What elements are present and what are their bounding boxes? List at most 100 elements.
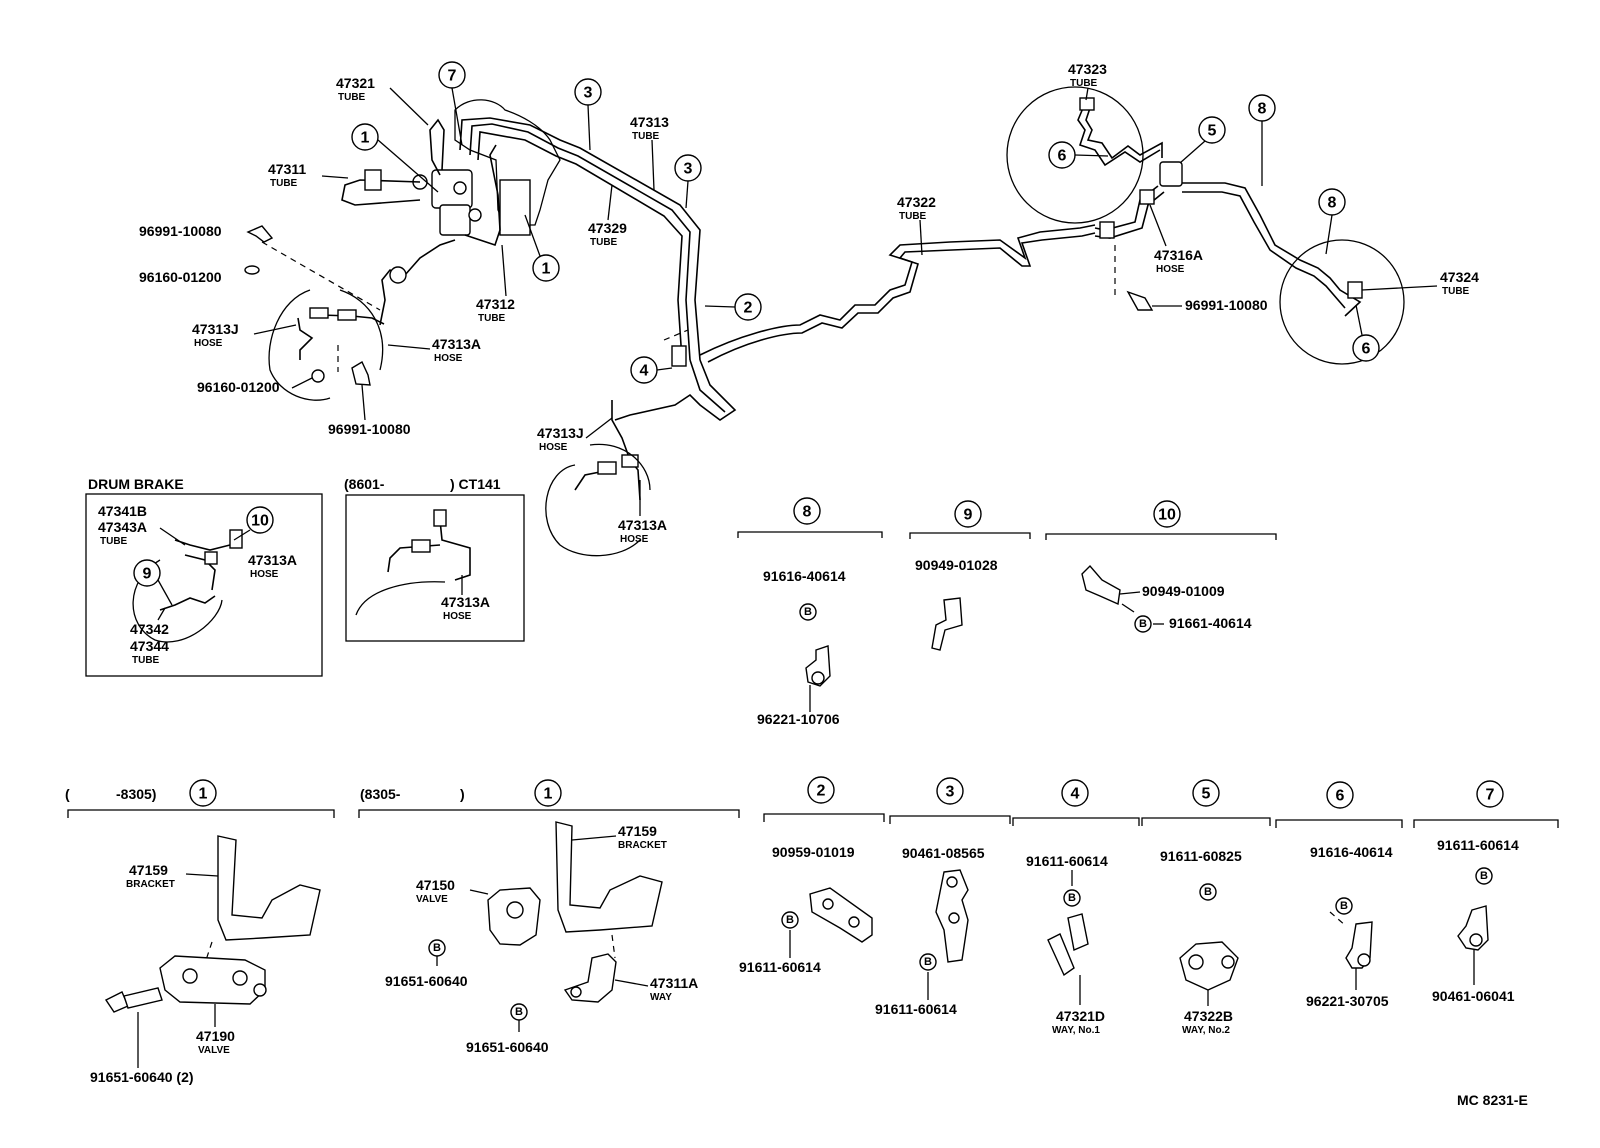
detail-7-part-2: 90461-06041 bbox=[1432, 988, 1515, 1004]
label-47313a-left: 47313A bbox=[432, 336, 481, 352]
svg-text:TUBE: TUBE bbox=[590, 237, 618, 248]
label-47316a: 47316A bbox=[1154, 247, 1203, 263]
callout-3-top[interactable]: 3 bbox=[574, 78, 602, 106]
detail-7-number[interactable]: 7 bbox=[1476, 780, 1504, 808]
detail-6-part-2: 96221-30705 bbox=[1306, 993, 1389, 1009]
rear-brake-assembly bbox=[1006, 86, 1405, 365]
svg-text:TUBE: TUBE bbox=[1442, 286, 1470, 297]
ct141-inset: (8601- ) CT141 47313A HOSE bbox=[344, 476, 525, 642]
label-47313j-lower: 47313J bbox=[537, 425, 584, 441]
detail-1-late-number[interactable]: 1 bbox=[534, 779, 562, 807]
detail-1-late-range-left: (8305- bbox=[360, 786, 401, 802]
svg-text:TUBE: TUBE bbox=[632, 131, 660, 142]
svg-text:1: 1 bbox=[544, 786, 553, 803]
detail-6-number[interactable]: 6 bbox=[1326, 781, 1354, 809]
svg-text:3: 3 bbox=[684, 161, 693, 178]
drum-brake-inset: DRUM BRAKE 47341B 47343A TUBE 10 47313A … bbox=[85, 476, 323, 677]
diagram-code: MC 8231-E bbox=[1457, 1092, 1528, 1108]
svg-text:B: B bbox=[924, 956, 932, 968]
detail-4-part-1: 91611-60614 bbox=[1026, 853, 1108, 869]
svg-text:B: B bbox=[433, 942, 441, 954]
callout-5[interactable]: 5 bbox=[1198, 116, 1226, 144]
detail-9-number[interactable]: 9 bbox=[954, 500, 982, 528]
svg-text:B: B bbox=[1068, 892, 1076, 904]
label-96991-10080-bottom: 96991-10080 bbox=[328, 421, 411, 437]
detail-2-part-2: 91611-60614 bbox=[739, 959, 821, 975]
label-47311: 47311 bbox=[268, 161, 306, 177]
detail-8-bolt-symbol: B bbox=[799, 603, 817, 621]
detail-8-part-2: 96221-10706 bbox=[757, 711, 840, 727]
detail-1-early-bracket-label: 47159 bbox=[129, 862, 168, 878]
svg-text:B: B bbox=[515, 1006, 523, 1018]
detail-1-early-valve-label: 47190 bbox=[196, 1028, 235, 1044]
detail-5: 5 91611-60825 B 47322B WAY, No.2 bbox=[1141, 779, 1271, 1036]
detail-1-late-range-right: ) bbox=[460, 786, 465, 802]
detail-5-number[interactable]: 5 bbox=[1192, 779, 1220, 807]
detail-2-number[interactable]: 2 bbox=[807, 776, 835, 804]
detail-8-number[interactable]: 8 bbox=[793, 497, 821, 525]
detail-1-early-number[interactable]: 1 bbox=[189, 779, 217, 807]
detail-4-bolt-symbol: B bbox=[1063, 889, 1081, 907]
svg-text:TUBE: TUBE bbox=[478, 313, 506, 324]
detail-10-bolt-symbol: B bbox=[1134, 615, 1152, 633]
callout-1-top[interactable]: 1 bbox=[351, 123, 379, 151]
callout-1-mid[interactable]: 1 bbox=[532, 254, 560, 282]
detail-1-late-bolt-symbol-2: B bbox=[510, 1003, 528, 1021]
ct141-range-right: ) CT141 bbox=[450, 476, 501, 492]
svg-text:9: 9 bbox=[964, 507, 973, 524]
detail-10-number[interactable]: 10 bbox=[1153, 500, 1181, 528]
detail-1-late: (8305- ) 1 47159 BRACKET 47150 VALVE B 9… bbox=[358, 779, 740, 1055]
svg-text:TUBE: TUBE bbox=[270, 178, 298, 189]
detail-6-part-1: 91616-40614 bbox=[1310, 844, 1393, 860]
callout-7[interactable]: 7 bbox=[438, 61, 466, 89]
label-47323: 47323 bbox=[1068, 61, 1107, 77]
detail-1-early-range-right: -8305) bbox=[116, 786, 156, 802]
svg-text:1: 1 bbox=[542, 261, 551, 278]
svg-text:TUBE: TUBE bbox=[1070, 78, 1098, 89]
svg-text:2: 2 bbox=[817, 783, 826, 800]
svg-text:2: 2 bbox=[744, 300, 753, 317]
svg-text:6: 6 bbox=[1362, 341, 1371, 358]
label-47321: 47321 bbox=[336, 75, 375, 91]
callout-10-drum[interactable]: 10 bbox=[246, 506, 274, 534]
label-47322: 47322 bbox=[897, 194, 936, 210]
callout-3-mid[interactable]: 3 bbox=[674, 154, 702, 182]
svg-text:TUBE: TUBE bbox=[899, 211, 927, 222]
detail-1-late-way-label: 47311A bbox=[650, 975, 698, 991]
svg-text:7: 7 bbox=[1486, 787, 1495, 804]
label-47342: 47342 bbox=[130, 621, 169, 637]
callout-9-drum[interactable]: 9 bbox=[133, 559, 161, 587]
detail-4-part-2: 47321D bbox=[1056, 1008, 1105, 1024]
detail-2: 2 90959-01019 B 91611-60614 bbox=[739, 776, 885, 975]
ct141-range-left: (8601- bbox=[344, 476, 385, 492]
callout-4[interactable]: 4 bbox=[630, 356, 658, 384]
detail-7-bolt-symbol: B bbox=[1475, 867, 1493, 885]
svg-text:8: 8 bbox=[1258, 101, 1267, 118]
svg-text:WAY: WAY bbox=[650, 992, 672, 1003]
svg-text:HOSE: HOSE bbox=[194, 338, 223, 349]
detail-4-number[interactable]: 4 bbox=[1061, 779, 1089, 807]
svg-text:5: 5 bbox=[1202, 786, 1211, 803]
callout-6-bottom[interactable]: 6 bbox=[1352, 334, 1380, 362]
main-labels: 47321 TUBE 47311 TUBE 96991-10080 96160-… bbox=[139, 75, 669, 545]
svg-text:WAY, No.1: WAY, No.1 bbox=[1052, 1025, 1100, 1036]
svg-text:HOSE: HOSE bbox=[443, 611, 472, 622]
detail-8: 8 91616-40614 B 96221-10706 bbox=[737, 497, 883, 727]
label-96991-10080-top: 96991-10080 bbox=[139, 223, 222, 239]
callout-8-right[interactable]: 8 bbox=[1318, 188, 1346, 216]
callout-6-top[interactable]: 6 bbox=[1048, 141, 1076, 169]
detail-2-bolt-symbol: B bbox=[781, 911, 799, 929]
svg-text:TUBE: TUBE bbox=[100, 536, 128, 547]
callout-2[interactable]: 2 bbox=[734, 293, 762, 321]
detail-1-late-bracket-label: 47159 bbox=[618, 823, 657, 839]
svg-text:4: 4 bbox=[640, 363, 649, 380]
svg-text:8: 8 bbox=[803, 504, 812, 521]
svg-text:HOSE: HOSE bbox=[539, 442, 568, 453]
drum-brake-title: DRUM BRAKE bbox=[88, 476, 184, 492]
svg-text:B: B bbox=[1139, 618, 1147, 630]
svg-text:B: B bbox=[1204, 886, 1212, 898]
detail-2-part-1: 90959-01019 bbox=[772, 844, 855, 860]
detail-3-number[interactable]: 3 bbox=[936, 777, 964, 805]
label-96160-01200-top: 96160-01200 bbox=[139, 269, 222, 285]
callout-8-top[interactable]: 8 bbox=[1248, 94, 1276, 122]
